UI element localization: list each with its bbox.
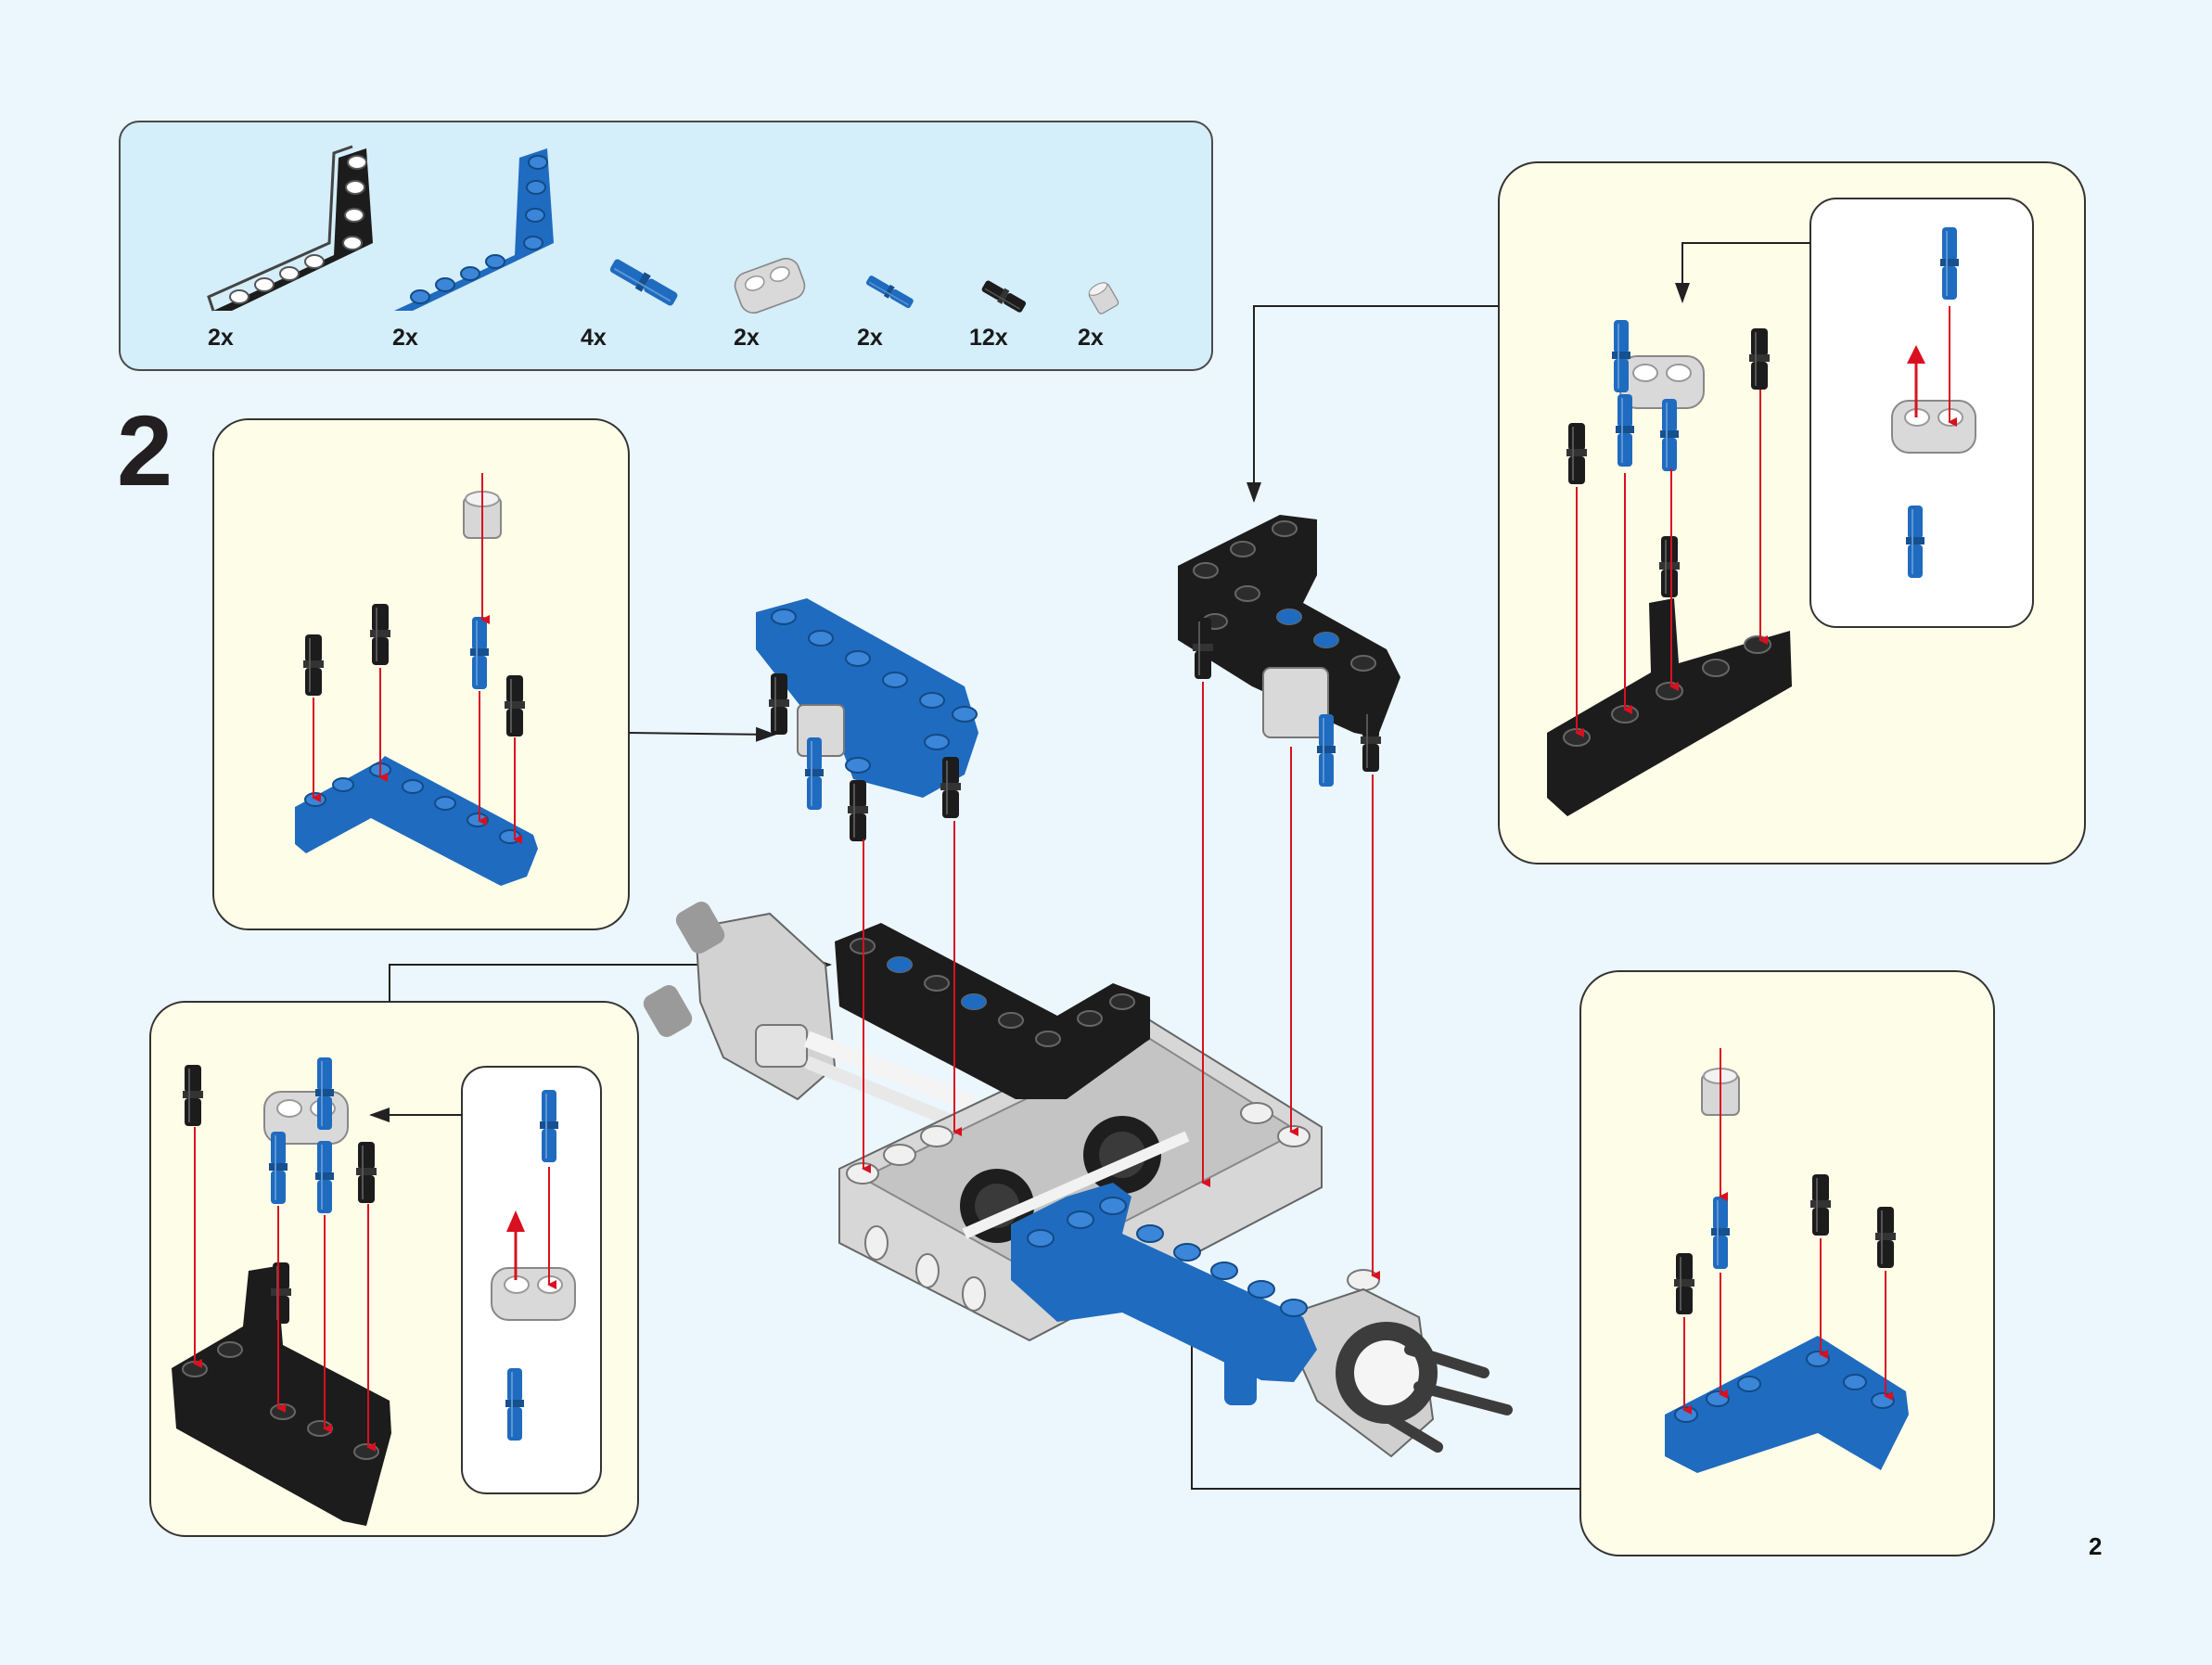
part-count-gray-connector: 2x	[734, 325, 760, 351]
callout-bottom-right-content	[1665, 1048, 1909, 1473]
page-number: 2	[2089, 1532, 2103, 1560]
part-count-blue-friction-pin: 2x	[857, 325, 883, 351]
callout-top-left	[212, 418, 630, 930]
part-count-black-friction-pin: 12x	[969, 325, 1008, 351]
part-count-gray-bush: 2x	[1078, 325, 1104, 351]
part-blue-l-beam-image	[394, 148, 554, 311]
connector-line-top-left	[628, 726, 776, 742]
part-gray-connector-image	[730, 253, 810, 318]
step-number: 2	[117, 394, 173, 506]
callout-bottom-right	[1579, 970, 1995, 1556]
callout-bottom-left-content	[172, 1057, 576, 1526]
part-black-l-beam-image	[207, 145, 373, 312]
part-count-black-l-beam: 2x	[208, 325, 234, 351]
parts-list-box	[119, 121, 1213, 371]
part-count-blue-l-beam: 2x	[392, 325, 418, 351]
part-gray-bush-image	[1085, 278, 1120, 316]
callout-top-left-content	[295, 473, 538, 886]
part-blue-friction-pin-image	[863, 273, 916, 312]
main-model	[643, 515, 1513, 1458]
part-count-blue-axle-pin: 4x	[581, 325, 607, 351]
connector-line-bottom-left	[389, 957, 832, 1002]
callout-top-right-content	[1547, 226, 1976, 816]
connector-line-bottom-right	[1184, 1315, 1580, 1490]
part-black-friction-pin-image	[979, 277, 1029, 315]
part-blue-axle-pin-image	[607, 255, 681, 310]
connector-line-top-right	[1247, 305, 1499, 503]
